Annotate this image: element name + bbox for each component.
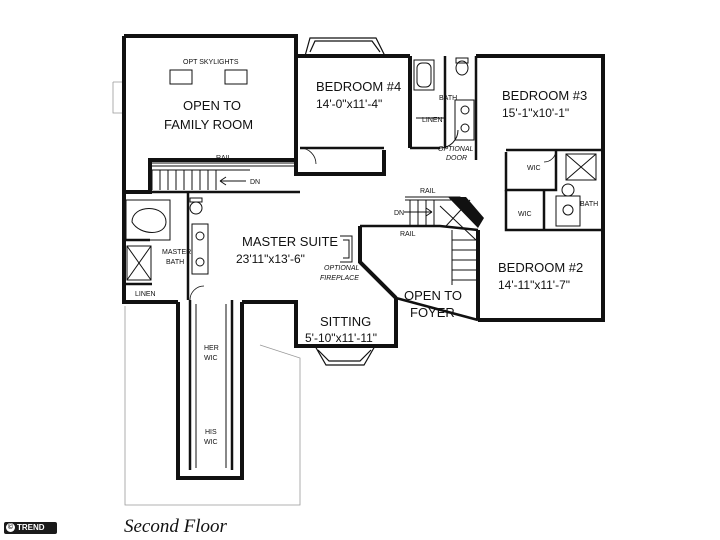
- bedroom2-name: BEDROOM #2: [498, 260, 583, 275]
- bath-top-fixtures: [413, 57, 475, 149]
- bedroom3-name: BEDROOM #3: [502, 88, 587, 103]
- bedroom3-size: 15'-1"x10'-1": [502, 106, 569, 120]
- open-foyer-line2: FOYER: [410, 305, 455, 320]
- master-suite-name: MASTER SUITE: [242, 234, 338, 249]
- skylights: [169, 69, 248, 85]
- rail-top-label: RAIL: [216, 155, 232, 162]
- open-family-line2: FAMILY ROOM: [164, 117, 253, 132]
- master-bath-fixtures: [125, 197, 209, 281]
- bedroom4-name: BEDROOM #4: [316, 79, 401, 94]
- rail-stair-label: RAIL: [420, 188, 436, 195]
- door-swings: [189, 147, 557, 301]
- rail-foyer-label: RAIL: [400, 231, 416, 238]
- optional-fireplace-line1: OPTIONAL: [324, 265, 360, 272]
- trend-watermark: ©TREND: [4, 522, 57, 534]
- optional-door-line1: OPTIONAL: [438, 146, 474, 153]
- bath-top-label: BATH: [439, 95, 457, 102]
- bedroom4-size: 14'-0"x11'-4": [316, 97, 382, 111]
- optional-door-line2: DOOR: [446, 155, 467, 162]
- wic-shelves: [195, 304, 227, 468]
- his-wic-line2: WIC: [204, 439, 218, 446]
- open-family-line1: OPEN TO: [183, 98, 241, 113]
- her-wic-line1: HER: [204, 345, 219, 352]
- master-bath-line2: BATH: [166, 259, 184, 266]
- fireplace: [340, 235, 353, 263]
- dn-left-label: DN: [250, 179, 260, 186]
- stair-landing: [448, 197, 484, 228]
- sitting-name: SITTING: [320, 314, 371, 329]
- rail-family: [150, 162, 296, 167]
- open-foyer-line1: OPEN TO: [404, 288, 462, 303]
- master-suite-size: 23'11"x13'-6": [236, 252, 305, 266]
- floor-caption: Second Floor: [124, 516, 227, 537]
- linen-top-label: LINEN: [422, 117, 443, 124]
- sitting-size: 5'-10"x11'-11": [305, 331, 377, 345]
- skylights-label: OPT SKYLIGHTS: [183, 59, 239, 66]
- her-wic-line2: WIC: [204, 355, 218, 362]
- dn-stair-label: DN: [394, 210, 404, 217]
- wic-b2-label: WIC: [518, 211, 532, 218]
- copyright-icon: ©: [6, 523, 15, 532]
- stair-left: [151, 169, 250, 190]
- optional-fireplace-line2: FIREPLACE: [320, 275, 359, 282]
- interior-walls: [124, 56, 603, 470]
- his-wic-line1: HIS: [205, 429, 217, 436]
- bath-right-fixtures: [555, 153, 597, 227]
- bay-windows: [304, 37, 386, 366]
- bedroom2-size: 14'-11"x11'-7": [498, 278, 570, 292]
- linen-left-label: LINEN: [135, 291, 156, 298]
- exterior-walls: [122, 34, 605, 480]
- wic-b3-label: WIC: [527, 165, 541, 172]
- master-bath-line1: MASTER: [162, 249, 191, 256]
- watermark-text: TREND: [17, 523, 45, 532]
- room-labels: OPT SKYLIGHTS OPEN TO FAMILY ROOM RAIL D…: [135, 59, 598, 446]
- bath-right-label: BATH: [580, 201, 598, 208]
